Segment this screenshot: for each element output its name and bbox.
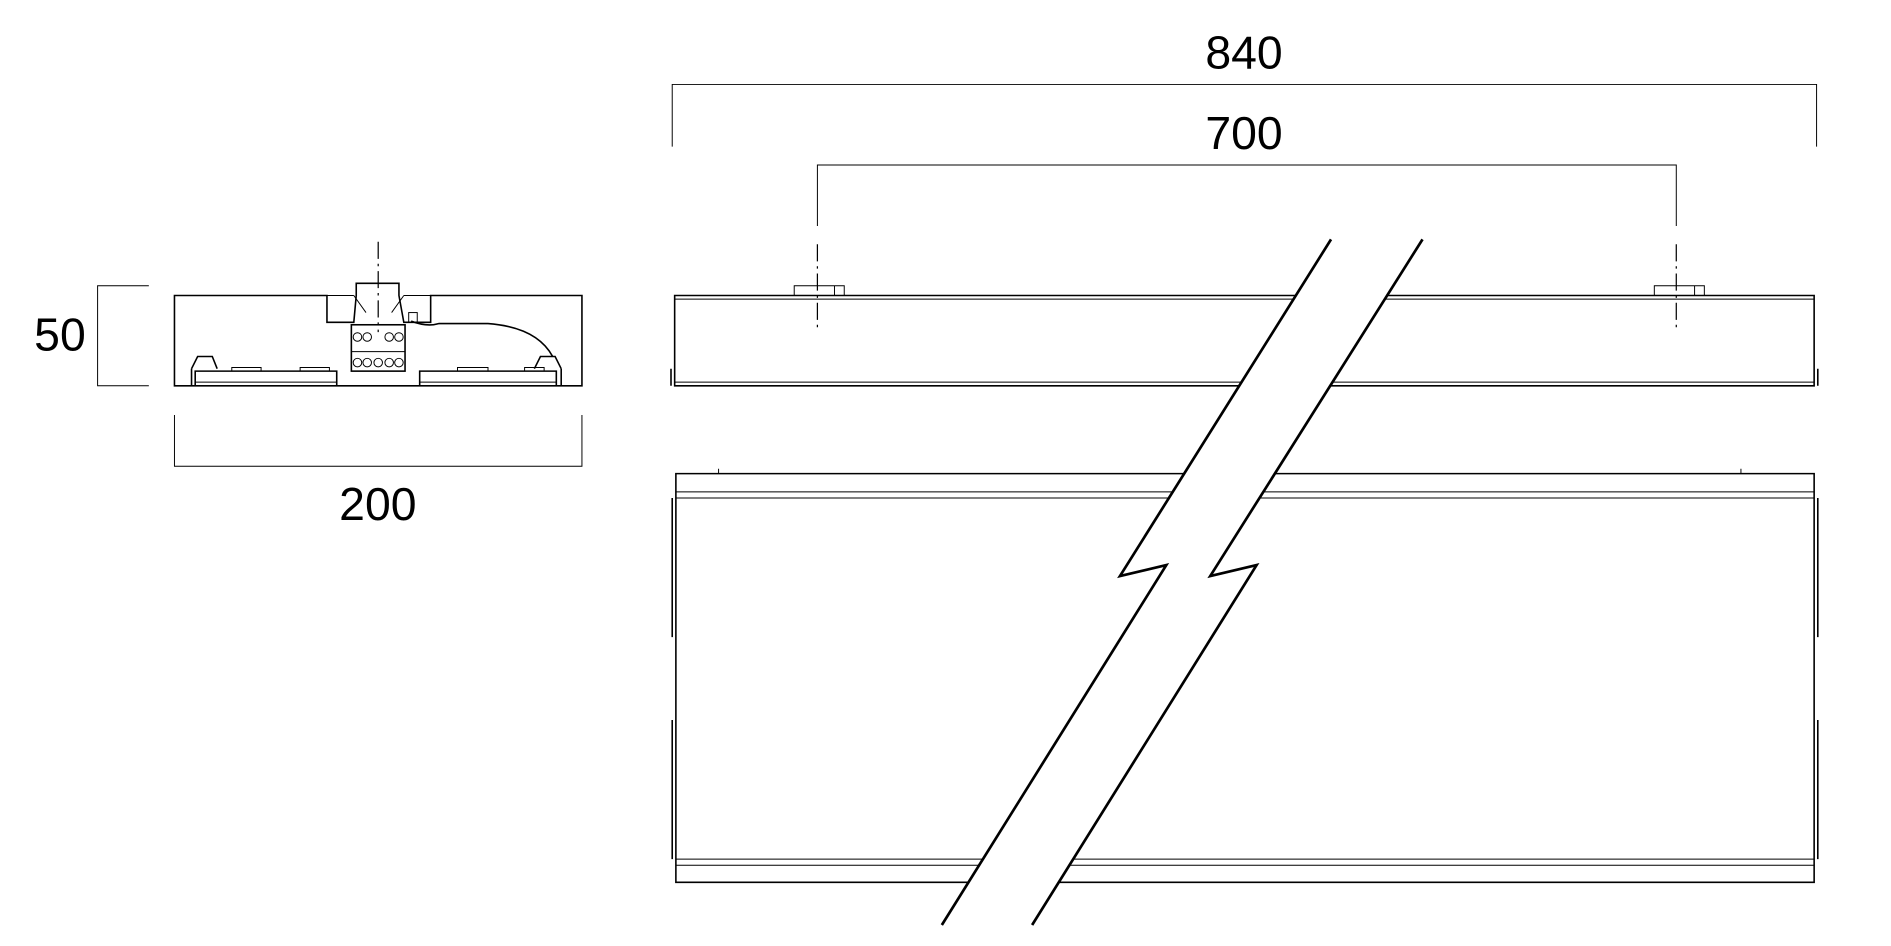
- overall-length-label: 840: [1205, 27, 1282, 79]
- height-dimension: 50: [34, 285, 149, 387]
- plan-view: [671, 468, 1819, 884]
- mounting-distance-label: 700: [1205, 107, 1282, 159]
- break-symbol: [940, 238, 1424, 926]
- width-dimension-label: 200: [339, 478, 416, 530]
- mounting-distance-dimension: 700: [816, 107, 1677, 226]
- overall-length-dimension: 840: [671, 27, 1818, 147]
- width-dimension: 200: [173, 415, 583, 530]
- height-dimension-label: 50: [34, 308, 86, 360]
- cross-section-view: [173, 241, 583, 387]
- front-elevation-view: [670, 244, 1819, 387]
